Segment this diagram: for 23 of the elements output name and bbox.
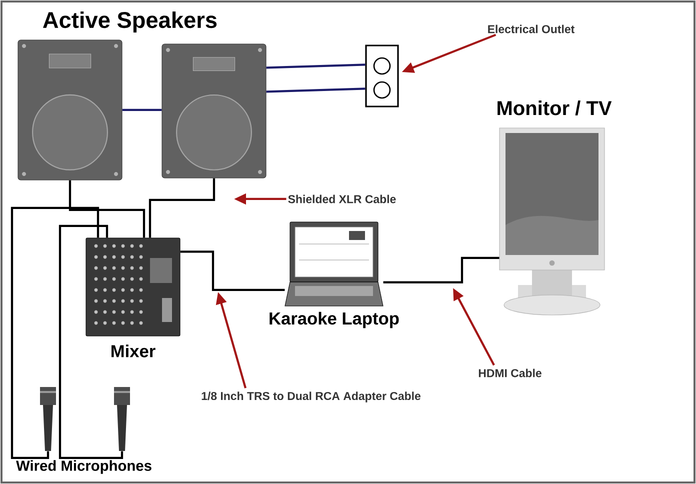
- cable: [180, 250, 285, 292]
- callout-text: 1/8 Inch TRS to Dual RCA Adapter Cable: [202, 392, 420, 402]
- cable: [383, 256, 500, 284]
- heading: Active Speakers: [43, 11, 217, 33]
- cable: [266, 64, 366, 69]
- microphone-drawing: [114, 387, 130, 451]
- device-label: Monitor / TV: [498, 100, 612, 116]
- cable: [122, 108, 162, 112]
- cable: [68, 180, 146, 238]
- cable: [148, 178, 216, 238]
- cable: [58, 224, 124, 460]
- speaker-drawing: [18, 40, 122, 180]
- device-label: Mixer: [112, 344, 156, 358]
- callout-text: Electrical Outlet: [488, 24, 574, 34]
- speaker-drawing: [162, 44, 266, 178]
- cable: [266, 88, 366, 93]
- microphone-drawing: [40, 387, 56, 451]
- outlet-drawing: [365, 44, 399, 108]
- heading: Wired Microphones: [16, 460, 152, 474]
- callout-text: Shielded XLR Cable: [288, 194, 396, 204]
- cable: [10, 206, 100, 460]
- callout-text: HDMI Cable: [478, 368, 542, 378]
- device-label: Karaoke Laptop: [270, 312, 399, 328]
